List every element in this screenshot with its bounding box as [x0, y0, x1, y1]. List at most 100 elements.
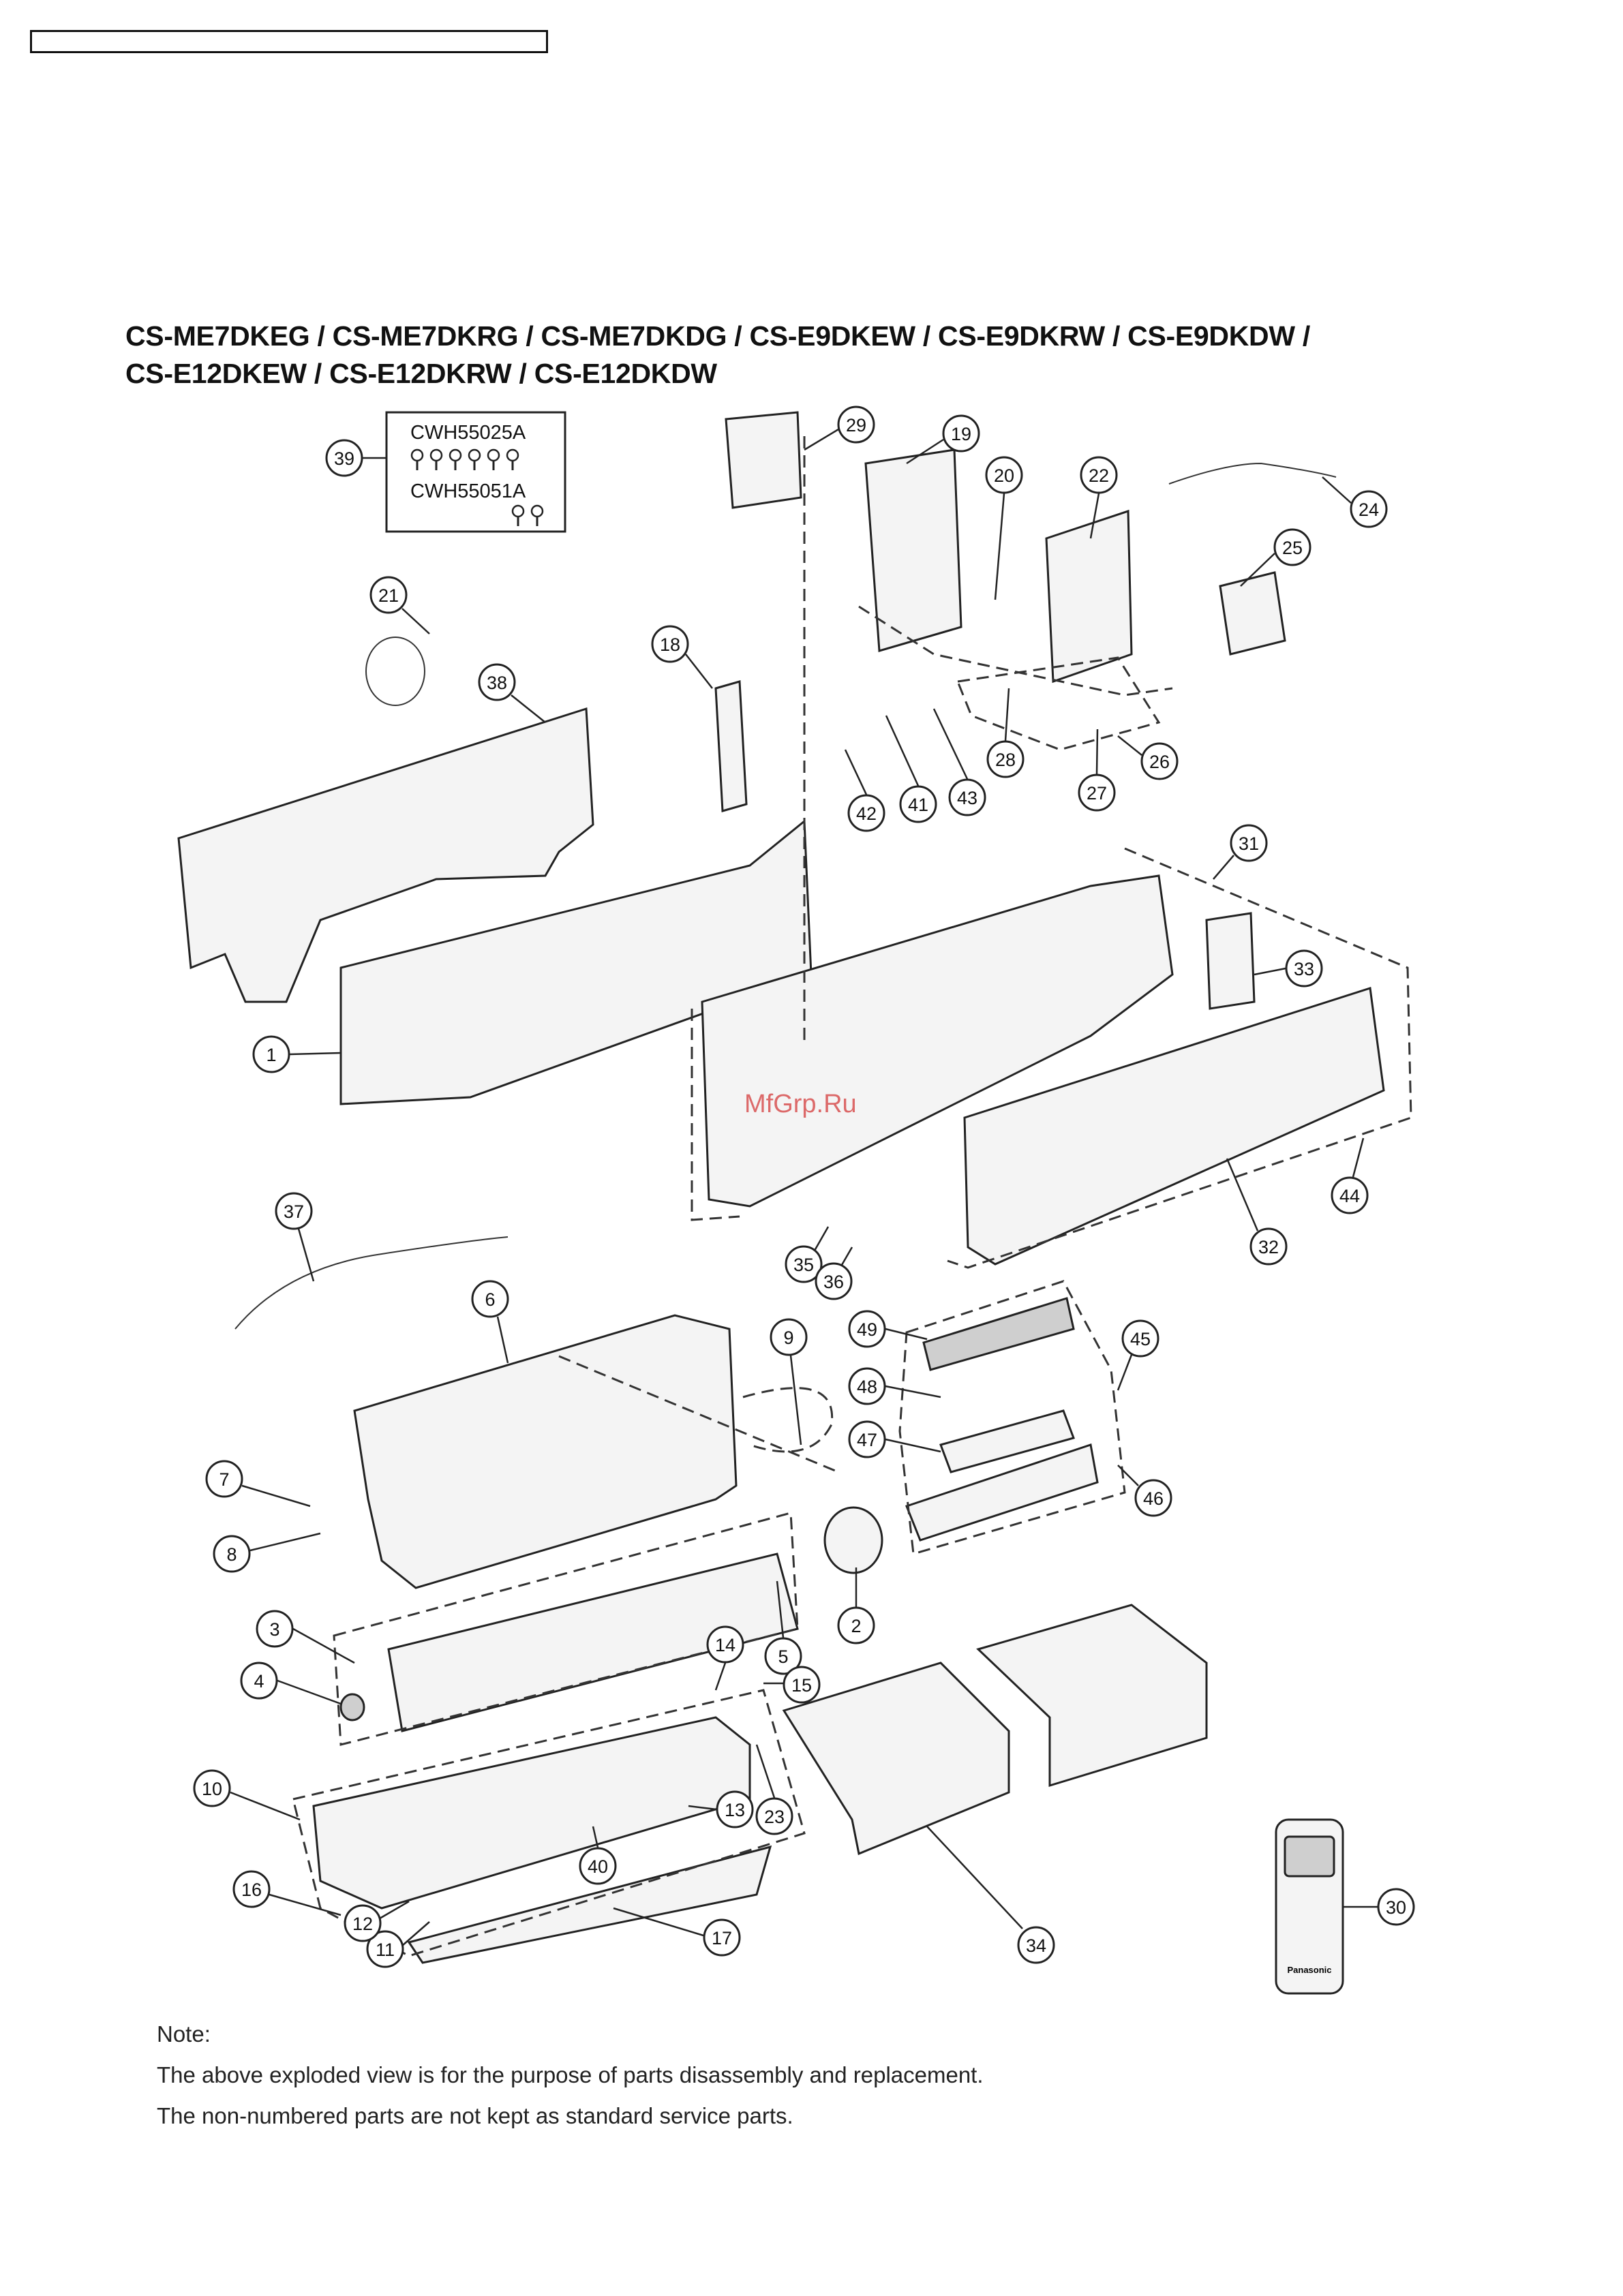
leader-1 — [289, 1052, 342, 1056]
callout-number: 4 — [254, 1671, 264, 1692]
dashed-group-4 — [691, 1009, 740, 1221]
note-line-2: The non-numbered parts are not kept as s… — [157, 2103, 793, 2128]
callout-number: 10 — [202, 1779, 222, 1799]
callout-21: 21 — [369, 576, 408, 614]
callout-3: 3 — [256, 1610, 294, 1648]
callout-number: 8 — [226, 1544, 237, 1565]
leader-26 — [1117, 735, 1142, 756]
leader-31 — [1213, 855, 1234, 880]
title-line-1: CS-ME7DKEG / CS-ME7DKRG / CS-ME7DKDG / C… — [125, 320, 1310, 352]
callouts: 1234567891011121314151617181920212223242… — [193, 405, 1415, 1968]
callout-circle — [985, 456, 1023, 494]
callout-47: 47 — [848, 1420, 886, 1458]
dashed-group-2 — [858, 605, 1173, 697]
callout-number: 32 — [1258, 1237, 1279, 1257]
callout-number: 33 — [1294, 959, 1314, 979]
callout-1: 1 — [252, 1035, 290, 1073]
callout-circle — [703, 1918, 741, 1957]
leader-lines — [230, 428, 1378, 1946]
callout-30: 30 — [1377, 1888, 1415, 1926]
leader-19 — [906, 438, 944, 465]
callout-number: 30 — [1386, 1897, 1406, 1918]
callout-number: 9 — [783, 1328, 793, 1348]
leader-32 — [1226, 1158, 1259, 1231]
callout-circle — [193, 1769, 231, 1807]
callout-circle — [785, 1245, 823, 1283]
callout-circle — [764, 1637, 802, 1675]
callout-circle — [205, 1460, 243, 1498]
filter — [939, 1409, 1075, 1473]
screw-icon — [506, 448, 519, 462]
callout-number: 39 — [334, 448, 354, 469]
callout-31: 31 — [1230, 824, 1268, 862]
leader-43 — [932, 708, 969, 780]
callout-34: 34 — [1017, 1926, 1055, 1964]
callout-circle — [986, 740, 1025, 778]
callout-35: 35 — [785, 1245, 823, 1283]
dashed-group-6 — [898, 1280, 1126, 1555]
callout-12: 12 — [344, 1904, 382, 1942]
callout-number: 12 — [352, 1914, 373, 1934]
callout-circle — [1078, 774, 1116, 812]
callout-13: 13 — [716, 1790, 754, 1828]
leader-13 — [688, 1805, 717, 1811]
dashed-group-10 — [742, 1387, 834, 1453]
callout-circle — [706, 1625, 744, 1664]
leader-9 — [789, 1355, 802, 1445]
parts-layer: Panasonic — [177, 411, 1385, 1995]
callout-24: 24 — [1350, 490, 1388, 528]
callout-number: 15 — [791, 1675, 812, 1696]
callout-number: 20 — [994, 465, 1014, 486]
leader-22 — [1089, 493, 1100, 539]
callout-circle — [1331, 1176, 1369, 1214]
callout-number: 16 — [241, 1880, 262, 1900]
callout-circle — [1134, 1479, 1172, 1517]
screw-icons-row-2 — [511, 504, 544, 526]
page-title: CS-ME7DKEG / CS-ME7DKRG / CS-ME7DKDG / C… — [125, 318, 1509, 393]
callout-number: 38 — [487, 673, 507, 693]
callout-38: 38 — [478, 663, 516, 701]
sensor-lead — [1168, 462, 1337, 485]
callout-number: 34 — [1026, 1935, 1046, 1956]
callout-number: 45 — [1130, 1329, 1151, 1349]
leader-5 — [776, 1580, 785, 1638]
vertical-vane — [407, 1845, 772, 1964]
callout-circle — [1377, 1888, 1415, 1926]
leader-17 — [613, 1907, 704, 1937]
callout-25: 25 — [1273, 528, 1311, 566]
callout-8: 8 — [213, 1535, 251, 1573]
callout-circle — [1350, 490, 1388, 528]
callout-circle — [213, 1535, 251, 1573]
callout-circle — [837, 405, 875, 444]
callout-number: 44 — [1339, 1186, 1360, 1206]
screw-icon — [410, 448, 424, 462]
callout-circle — [948, 778, 986, 816]
air-filter-left — [782, 1662, 1010, 1856]
callout-36: 36 — [815, 1262, 853, 1300]
callout-number: 25 — [1282, 538, 1303, 558]
callout-number: 40 — [588, 1856, 608, 1877]
electronic-controller — [1045, 509, 1133, 684]
callout-circle — [275, 1192, 313, 1230]
callout-circle — [848, 1367, 886, 1405]
dashed-group-3 — [956, 656, 1161, 751]
leader-6 — [496, 1316, 509, 1364]
callout-circle — [847, 794, 885, 832]
callout-10: 10 — [193, 1769, 231, 1807]
leader-4 — [277, 1679, 342, 1705]
receiver — [1219, 571, 1286, 656]
callout-17: 17 — [703, 1918, 741, 1957]
callout-11: 11 — [366, 1930, 404, 1968]
callout-7: 7 — [205, 1460, 243, 1498]
leader-46 — [1117, 1465, 1139, 1486]
callout-15: 15 — [783, 1666, 821, 1704]
screw-icon — [511, 504, 525, 518]
callout-number: 35 — [793, 1255, 814, 1275]
callout-circle — [755, 1797, 793, 1835]
callout-42: 42 — [847, 794, 885, 832]
leader-33 — [1254, 967, 1286, 976]
callout-circle — [770, 1318, 808, 1356]
callout-number: 3 — [269, 1619, 279, 1640]
callout-circle — [716, 1790, 754, 1828]
